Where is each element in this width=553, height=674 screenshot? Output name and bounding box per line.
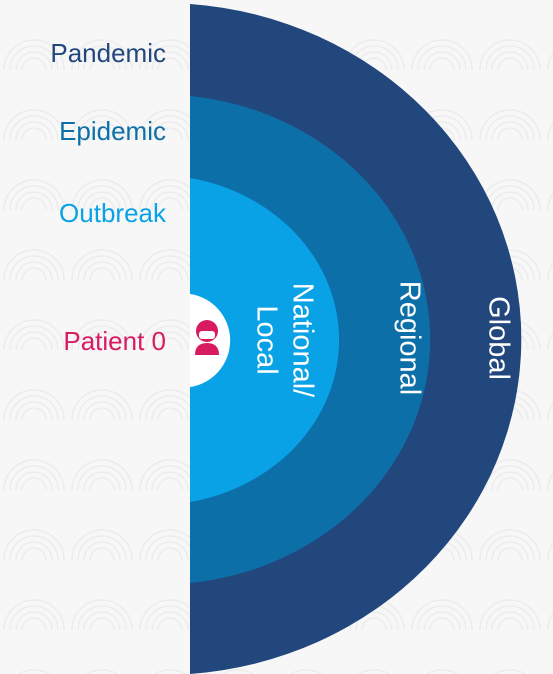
pandemic-label: Pandemic [50,38,166,68]
person-mask-icon-mask [199,331,215,339]
person-mask-icon [195,320,219,355]
epidemic-label: Epidemic [59,116,166,146]
regional-label: Regional [393,281,425,395]
national-local-ring [190,178,340,502]
patient-zero-label: Patient 0 [63,326,166,356]
person-mask-icon-shoulders [195,343,219,355]
local-label: Local [250,305,282,374]
outbreak-label: Outbreak [59,198,166,228]
global-label: Global [482,296,514,380]
national-label: National/ [286,283,318,398]
